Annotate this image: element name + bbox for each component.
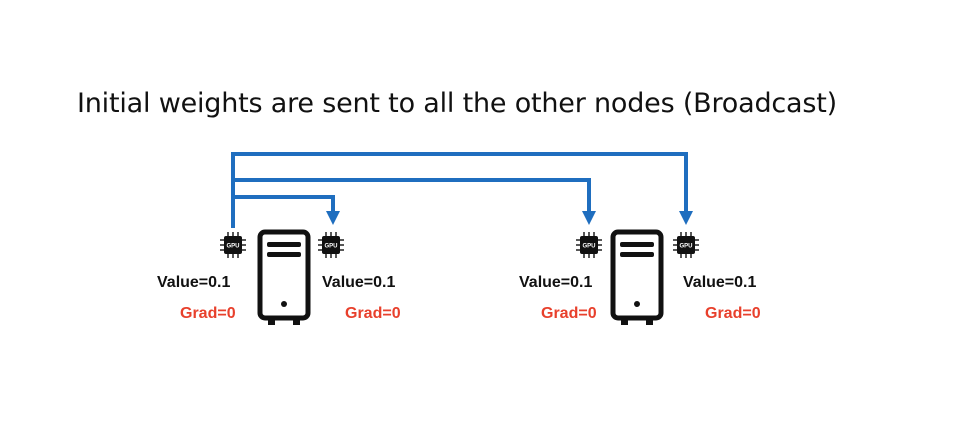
- gpu-chip-icon: GPU: [317, 231, 345, 259]
- arrow-to-node1-gpu2: [233, 195, 335, 212]
- gpu-chip-label: GPU: [679, 244, 692, 250]
- node2-gpu2-grad: Grad=0: [705, 305, 761, 322]
- arrow-to-node2-gpu2: [231, 152, 688, 228]
- node2-gpu1-value: Value=0.1: [519, 274, 593, 291]
- node2-gpu2-value: Value=0.1: [683, 274, 757, 291]
- node1-gpu2-value: Value=0.1: [322, 274, 396, 291]
- server-icon: [260, 232, 308, 325]
- node1-gpu1-value: Value=0.1: [157, 274, 231, 291]
- arrowhead-icon: [326, 211, 340, 225]
- arrowheads: [326, 211, 693, 225]
- gpu-chip-icon: GPU: [219, 231, 247, 259]
- node1-gpu1-grad: Grad=0: [180, 305, 236, 322]
- arrowhead-icon: [679, 211, 693, 225]
- node1-gpu2-grad: Grad=0: [345, 305, 401, 322]
- gpu-chip-label: GPU: [582, 244, 595, 250]
- broadcast-lines: [231, 152, 688, 228]
- gpu-chip-label: GPU: [324, 244, 337, 250]
- diagram-title: Initial weights are sent to all the othe…: [77, 88, 837, 119]
- arrowhead-icon: [582, 211, 596, 225]
- gpu-chip-icon: GPU: [575, 231, 603, 259]
- arrow-to-node2-gpu1: [233, 178, 591, 212]
- gpu-chip-label: GPU: [226, 244, 239, 250]
- server-icon: [613, 232, 661, 325]
- node2-gpu1-grad: Grad=0: [541, 305, 597, 322]
- gpu-chip-icon: GPU: [672, 231, 700, 259]
